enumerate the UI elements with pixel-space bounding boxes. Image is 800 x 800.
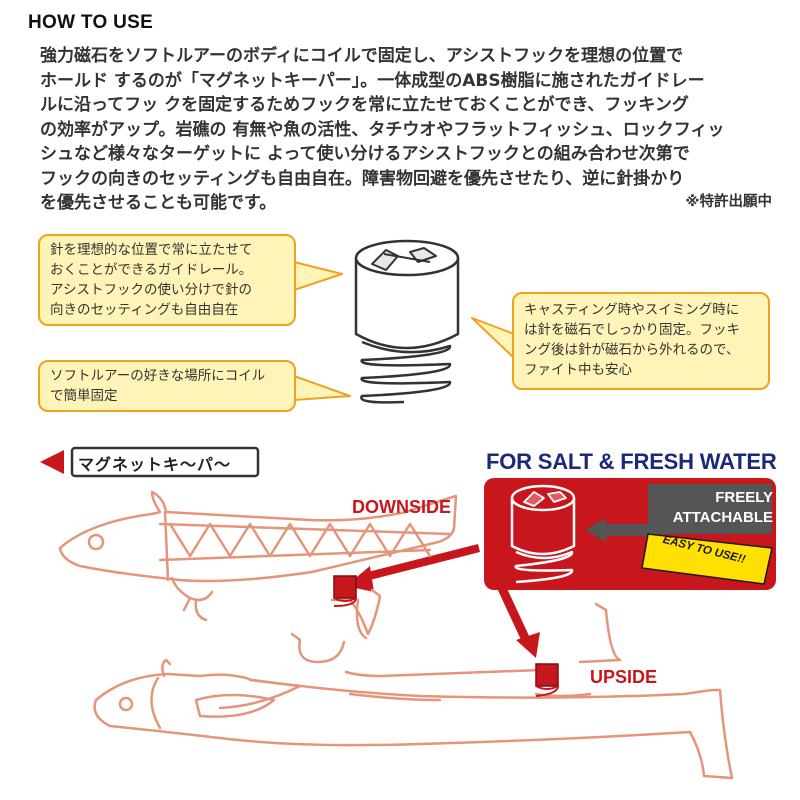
freely-arrow-head <box>585 518 606 542</box>
callout-tail-coil <box>293 375 351 401</box>
callout-coil: ソフトルアーの好きな場所にコイル で簡単固定 <box>38 360 296 412</box>
intro-line: シュなど様々なターゲットに よって使い分けるアシストフックとの組み合わせ次第で <box>40 144 690 164</box>
intro-paragraph: 強力磁石をソフトルアーのボディにコイルで固定し、アシストフックを理想の位置で ホ… <box>40 44 772 216</box>
intro-line: ホールド するのが「マグネットキーパー」。一体成型のABS樹脂に施されたガイドレ… <box>40 70 705 91</box>
intro-line: の効率がアップ。岩礁の 有無や魚の活性、タチウオやフラットフィッシュ、ロックフィ… <box>40 119 725 140</box>
downside-label: DOWNSIDE <box>352 497 451 517</box>
easy-badge-shape <box>641 533 773 585</box>
intro-line: フックの向きのセッティングも自由自在。障害物回避を優先させたり、逆に針掛かり <box>40 168 685 189</box>
callout-line: おくことができるガイドレール。 <box>50 262 253 278</box>
callout-line: で簡単固定 <box>50 388 118 404</box>
callout-line: 向きのセッティングも自由自在 <box>50 302 239 318</box>
upper-lure-drawing <box>58 490 622 680</box>
product-label-box <box>70 446 260 478</box>
how-to-use-heading: HOW TO USE <box>28 12 154 33</box>
callout-line: ソフトルアーの好きな場所にコイル <box>50 368 266 384</box>
callout-line: ング後は針が磁石から外れるので、 <box>524 342 740 358</box>
callout-line: キャスティング時やスイミング時に <box>524 302 740 318</box>
patent-note: ※特許出願中 <box>685 194 772 210</box>
intro-line: を優先させることも可能です。 <box>40 193 277 213</box>
panel-keeper-drawing <box>510 484 576 584</box>
mounted-keepers <box>333 575 560 697</box>
callout-tail-magnet <box>471 317 515 359</box>
callout-line: ファイト中も安心 <box>524 362 632 378</box>
callout-tail-guide <box>293 261 343 291</box>
magnet-keeper-drawing <box>354 239 460 404</box>
callout-line: 針を理想的な位置で常に立たせて <box>50 242 253 258</box>
product-label-arrow <box>40 450 64 474</box>
product-label: マグネットキ～パ～ <box>78 455 232 474</box>
upside-label: UPSIDE <box>590 667 658 687</box>
freely-arrow-body <box>604 524 648 536</box>
freely-attachable-text: FREELY ATTACHABLE <box>645 488 773 528</box>
freely-line: FREELY <box>715 489 773 506</box>
freely-attachable-box <box>648 484 772 534</box>
intro-line: 強力磁石をソフトルアーのボディにコイルで固定し、アシストフックを理想の位置で <box>40 46 684 66</box>
callout-guide-rail: 針を理想的な位置で常に立たせて おくことができるガイドレール。 アシストフックの… <box>38 234 296 326</box>
callout-magnet: キャスティング時やスイミング時に は針を磁石でしっかり固定。フッキ ング後は針が… <box>512 292 770 390</box>
callout-line: アシストフックの使い分けで針の <box>50 282 252 298</box>
callout-line: は針を磁石でしっかり固定。フッキ <box>524 322 740 338</box>
freely-line: ATTACHABLE <box>672 509 773 526</box>
intro-line: ルに沿ってフッ クを固定するためフックを常に立たせておくことができ、フッキング <box>40 95 689 115</box>
salt-fresh-title: FOR SALT & FRESH WATER <box>486 449 777 474</box>
